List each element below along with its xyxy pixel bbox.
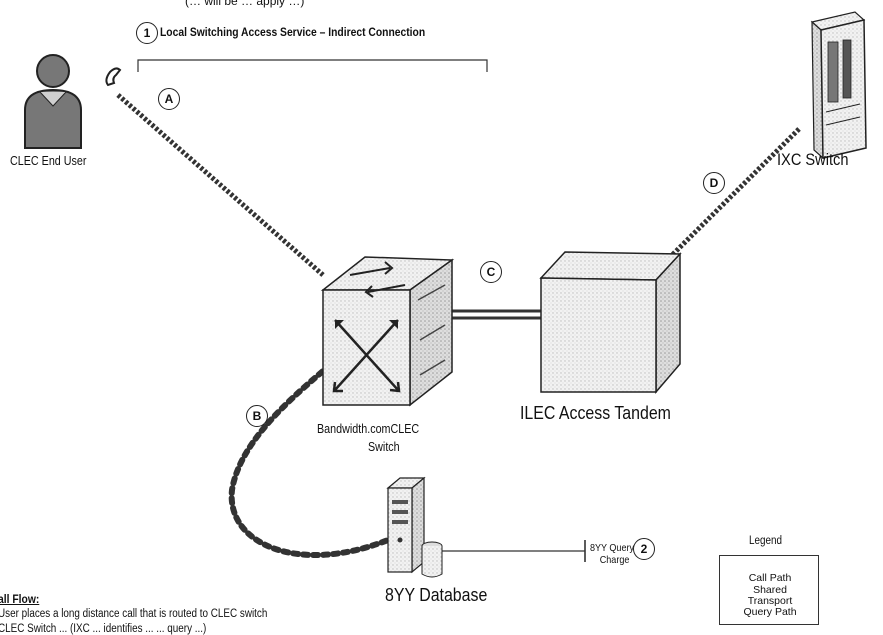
query-path-b [228,362,391,558]
phone-icon [105,67,122,87]
legend-query-path: Query Path [743,606,797,618]
query-charge-line2: Charge [599,554,630,566]
legend-shared: Shared [753,584,787,596]
clec-switch-label-line1: Bandwidth.comCLEC [317,422,420,436]
ixc-switch-label: IXC Switch [777,150,849,169]
database-label: 8YY Database [385,584,488,605]
call-flow-heading: all Flow: [0,592,40,606]
segment-a-marker: A [158,88,180,110]
call-flow-line-2: CLEC Switch ... (IXC ... identifies ... … [0,623,207,635]
clec-switch-label-line2: Switch [368,440,400,454]
end-user-label: CLEC End User [10,154,87,168]
segment-c-marker: C [480,261,502,283]
query-charge-number-badge: 2 [633,538,655,560]
query-charge-line1: 8YY Query [590,542,635,554]
ixc-switch-icon [810,11,867,160]
header-note: (… will be … apply …) [185,0,305,8]
segment-b-marker: B [246,405,268,427]
database-server-icon [386,476,443,578]
legend-transport: Transport [747,595,793,607]
query-charge-label: 8YY Query Charge [590,542,634,566]
clec-switch-icon [320,256,455,407]
service-number-badge: 1 [136,22,158,44]
legend-box: Call Path Shared Transport Query Path [719,555,819,625]
call-flow-line-1: User places a long distance call that is… [0,608,268,620]
legend-title: Legend [749,535,783,547]
call-path-a [116,93,325,277]
call-path-d [653,126,802,274]
end-user-icon [24,54,82,149]
access-tandem-label: ILEC Access Tandem [520,402,671,423]
access-tandem-icon [539,251,682,395]
segment-d-marker: D [703,172,725,194]
service-label: Local Switching Access Service – Indirec… [160,25,426,39]
legend-call-path: Call Path [748,572,792,584]
service-bracket [137,59,488,72]
